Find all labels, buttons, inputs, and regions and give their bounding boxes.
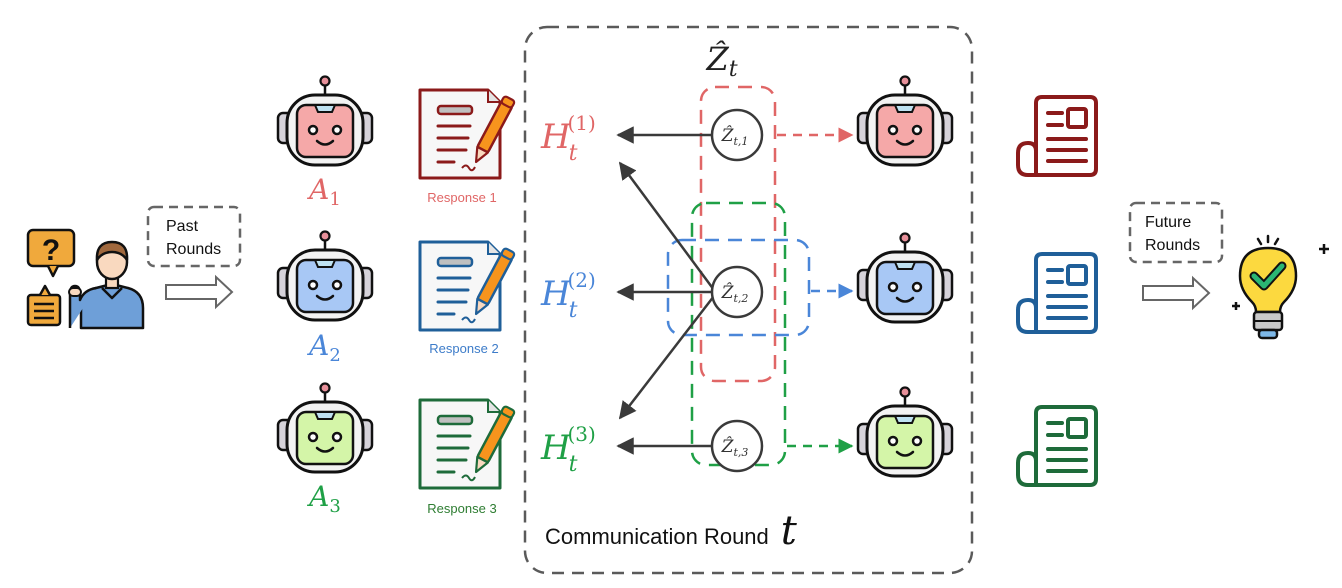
z-node-3: Ẑt,3 bbox=[710, 419, 764, 473]
svg-text:?: ? bbox=[42, 234, 60, 267]
user-question-icon: ? bbox=[26, 228, 145, 330]
agent-3-label: A3 bbox=[306, 480, 341, 517]
response-3-label: Response 3 bbox=[427, 501, 496, 516]
svg-text:Ẑt,3: Ẑt,3 bbox=[721, 436, 749, 459]
agent-1-updated-robot-icon bbox=[856, 75, 954, 167]
future-rounds-arrow bbox=[1142, 275, 1211, 311]
agent-2-label: A2 bbox=[306, 329, 341, 366]
history-2-label: Ht(2) bbox=[540, 268, 596, 323]
past-rounds-label-line1: Past bbox=[166, 218, 199, 235]
agent-2-robot-icon bbox=[276, 230, 374, 322]
communication-round-box bbox=[523, 25, 974, 575]
agent-3-robot-icon bbox=[276, 382, 374, 474]
arrow-z2-to-h3 bbox=[618, 295, 715, 420]
response-1-document-icon bbox=[418, 88, 516, 180]
z-hat-title: Ẑt bbox=[705, 40, 737, 82]
response-3-document-icon bbox=[418, 398, 516, 490]
group-box-blue bbox=[666, 238, 811, 337]
output-3-newspaper-icon bbox=[1016, 405, 1098, 487]
agent-1-label: A1 bbox=[306, 173, 341, 210]
response-2-document-icon bbox=[418, 240, 516, 332]
future-rounds-box bbox=[1128, 201, 1224, 264]
history-3-label: Ht(3) bbox=[540, 422, 596, 477]
svg-text:Ẑt,2: Ẑt,2 bbox=[721, 282, 749, 305]
past-rounds-box bbox=[146, 205, 242, 268]
future-rounds-label-line2: Rounds bbox=[1145, 237, 1200, 254]
agent-1-robot-icon bbox=[276, 75, 374, 167]
agent-2-updated-robot-icon bbox=[856, 232, 954, 324]
response-1-label: Response 1 bbox=[427, 190, 496, 205]
z-node-1: Ẑt,1 bbox=[710, 108, 764, 162]
agent-3-updated-robot-icon bbox=[856, 386, 954, 478]
future-rounds-label-line1: Future bbox=[1145, 214, 1191, 231]
past-rounds-label-line2: Rounds bbox=[166, 241, 221, 258]
output-1-newspaper-icon bbox=[1016, 95, 1098, 177]
group-box-red bbox=[699, 85, 777, 383]
history-1-label: Ht(1) bbox=[540, 111, 596, 166]
z-node-2: Ẑt,2 bbox=[710, 265, 764, 319]
output-2-newspaper-icon bbox=[1016, 252, 1098, 334]
lightbulb-check-icon bbox=[1232, 234, 1329, 340]
arrow-z2-to-h1 bbox=[618, 161, 716, 291]
svg-text:Ẑt,1: Ẑt,1 bbox=[721, 125, 749, 148]
response-2-label: Response 2 bbox=[429, 341, 498, 356]
past-rounds-arrow bbox=[165, 274, 234, 310]
